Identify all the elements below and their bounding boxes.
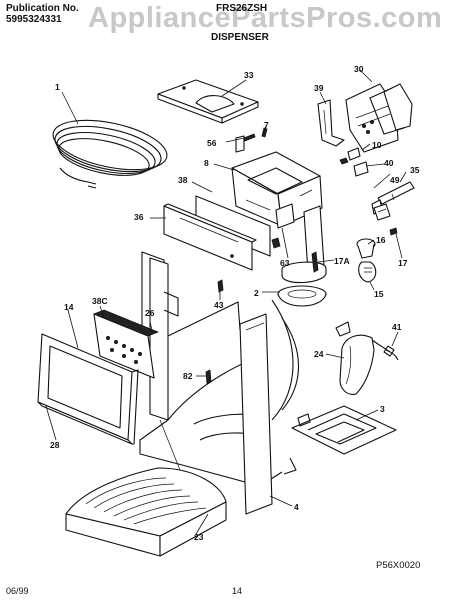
callout-33: 33: [244, 70, 254, 80]
callout-4: 4: [294, 502, 299, 512]
lamp-socket-and-bulb: [356, 238, 377, 283]
front-bezel: [37, 333, 139, 445]
callout-1: 1: [55, 82, 60, 92]
callout-23: 23: [194, 532, 204, 542]
watermark: AppliancePartsPros.com: [88, 2, 443, 34]
callout-16: 16: [376, 235, 386, 245]
callout-41: 41: [392, 322, 402, 332]
callout-3: 3: [380, 404, 385, 414]
callout-28: 28: [50, 440, 60, 450]
control-panel-board: [163, 195, 271, 271]
callout-82: 82: [183, 371, 193, 381]
publication-label: Publication No.: [6, 3, 79, 14]
control-board: [92, 309, 160, 379]
callout-35: 35: [410, 165, 420, 175]
heater-pad: [291, 405, 397, 455]
callout-56: 56: [207, 138, 217, 148]
callout-38: 38: [178, 175, 188, 185]
callout-26: 26: [145, 308, 155, 318]
callout-49: 49: [390, 175, 400, 185]
funnel-and-column: [271, 203, 327, 307]
callout-17a: 17A: [334, 256, 350, 266]
callout-24: 24: [314, 349, 324, 359]
page-number: 14: [232, 586, 243, 596]
model-number: FRS26ZSH: [216, 3, 268, 14]
callout-17: 17: [398, 258, 408, 268]
callout-7: 7: [264, 120, 269, 130]
callout-63: 63: [280, 258, 290, 268]
figure-code: P56X0020: [376, 560, 421, 571]
callout-30: 30: [354, 64, 364, 74]
callout-15: 15: [374, 289, 384, 299]
section-title: DISPENSER: [211, 32, 269, 43]
callout-10: 10: [372, 140, 382, 150]
switch: [373, 203, 391, 221]
dispenser-cover-plate: [157, 79, 259, 124]
water-tube-coil: [52, 119, 168, 189]
actuator-arm: [335, 321, 399, 395]
footer-date: 06/99: [6, 586, 29, 596]
callout-36: 36: [134, 212, 144, 222]
callout-2: 2: [254, 288, 259, 298]
callout-43: 43: [214, 300, 224, 310]
callout-14: 14: [64, 302, 74, 312]
leader-lines: [45, 69, 407, 535]
publication-number: 5995324331: [6, 14, 62, 25]
small-clips: [339, 147, 369, 177]
bracket: [317, 99, 345, 147]
callout-labels: 1 33 39 30 7 56 8 10 40 35 49 38 36 63 1…: [50, 64, 420, 542]
callout-8: 8: [204, 158, 209, 168]
chute-door-assembly: [345, 83, 413, 153]
drip-tray: [65, 467, 227, 557]
callout-38c: 38C: [92, 296, 108, 306]
callout-40: 40: [384, 158, 394, 168]
callout-39: 39: [314, 83, 324, 93]
